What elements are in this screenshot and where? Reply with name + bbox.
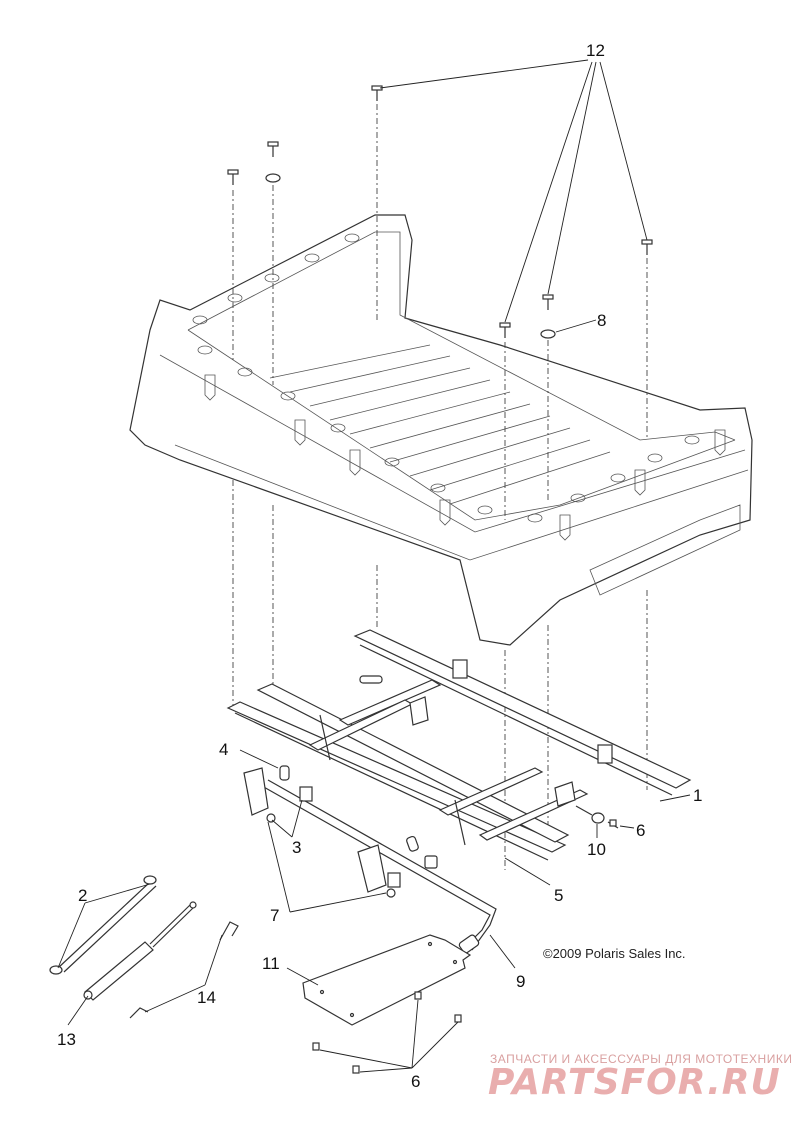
callout-6-lower: 6 [411,1072,420,1091]
bed-frame [226,629,692,861]
bolt-icon [641,239,653,255]
callout-9: 9 [516,972,525,991]
tie-down-hooks [204,374,726,541]
hinge-pin [359,675,383,684]
callout-3: 3 [292,838,301,857]
washer-icon [265,173,281,183]
callout-4: 4 [219,740,228,759]
callout-13: 13 [57,1030,76,1049]
callouts: 12 8 1 6 10 4 3 5 7 2 9 11 14 13 6 [57,41,702,1091]
callout-14: 14 [197,988,216,1007]
callout-12: 12 [586,41,605,60]
gas-strut-13 [83,901,197,1001]
callout-11: 11 [262,954,280,973]
screws-6 [312,819,617,1074]
callout-2: 2 [78,886,87,905]
clips-14 [129,921,239,1019]
callout-6: 6 [636,821,645,840]
watermark-brand: PARTSFOR.RU [488,1062,781,1103]
bolt-icon [267,141,279,157]
callout-7: 7 [270,906,279,925]
washers-8 [265,173,556,339]
hinge-bracket [409,696,429,726]
hinge-bracket [554,781,576,807]
fasteners-12 [227,85,653,338]
bolt-icon [542,294,554,310]
bolt-icon [499,322,511,338]
callout-5: 5 [554,886,563,905]
callout-10: 10 [587,840,606,859]
bumpers-4 [279,765,438,869]
washer-icon [540,329,556,339]
leader-lines [57,59,691,1073]
callout-8: 8 [597,311,606,330]
callout-1: 1 [693,786,702,805]
watermark-tagline: ЗАПЧАСТИ И АКСЕССУАРЫ ДЛЯ МОТОТЕХНИКИ [490,1052,792,1066]
cover-plate-11 [302,934,472,1026]
bolt-icon [227,169,239,185]
latch-brackets-7 [243,767,401,898]
cargo-box [129,214,753,646]
rim-pockets [192,233,700,523]
watermark: ЗАПЧАСТИ И АКСЕССУАРЫ ДЛЯ МОТОТЕХНИКИ PA… [488,1052,792,1103]
floor-ribs [269,344,611,505]
copyright-notice: ©2009 Polaris Sales Inc. [543,946,686,961]
pin-2 [49,875,157,975]
